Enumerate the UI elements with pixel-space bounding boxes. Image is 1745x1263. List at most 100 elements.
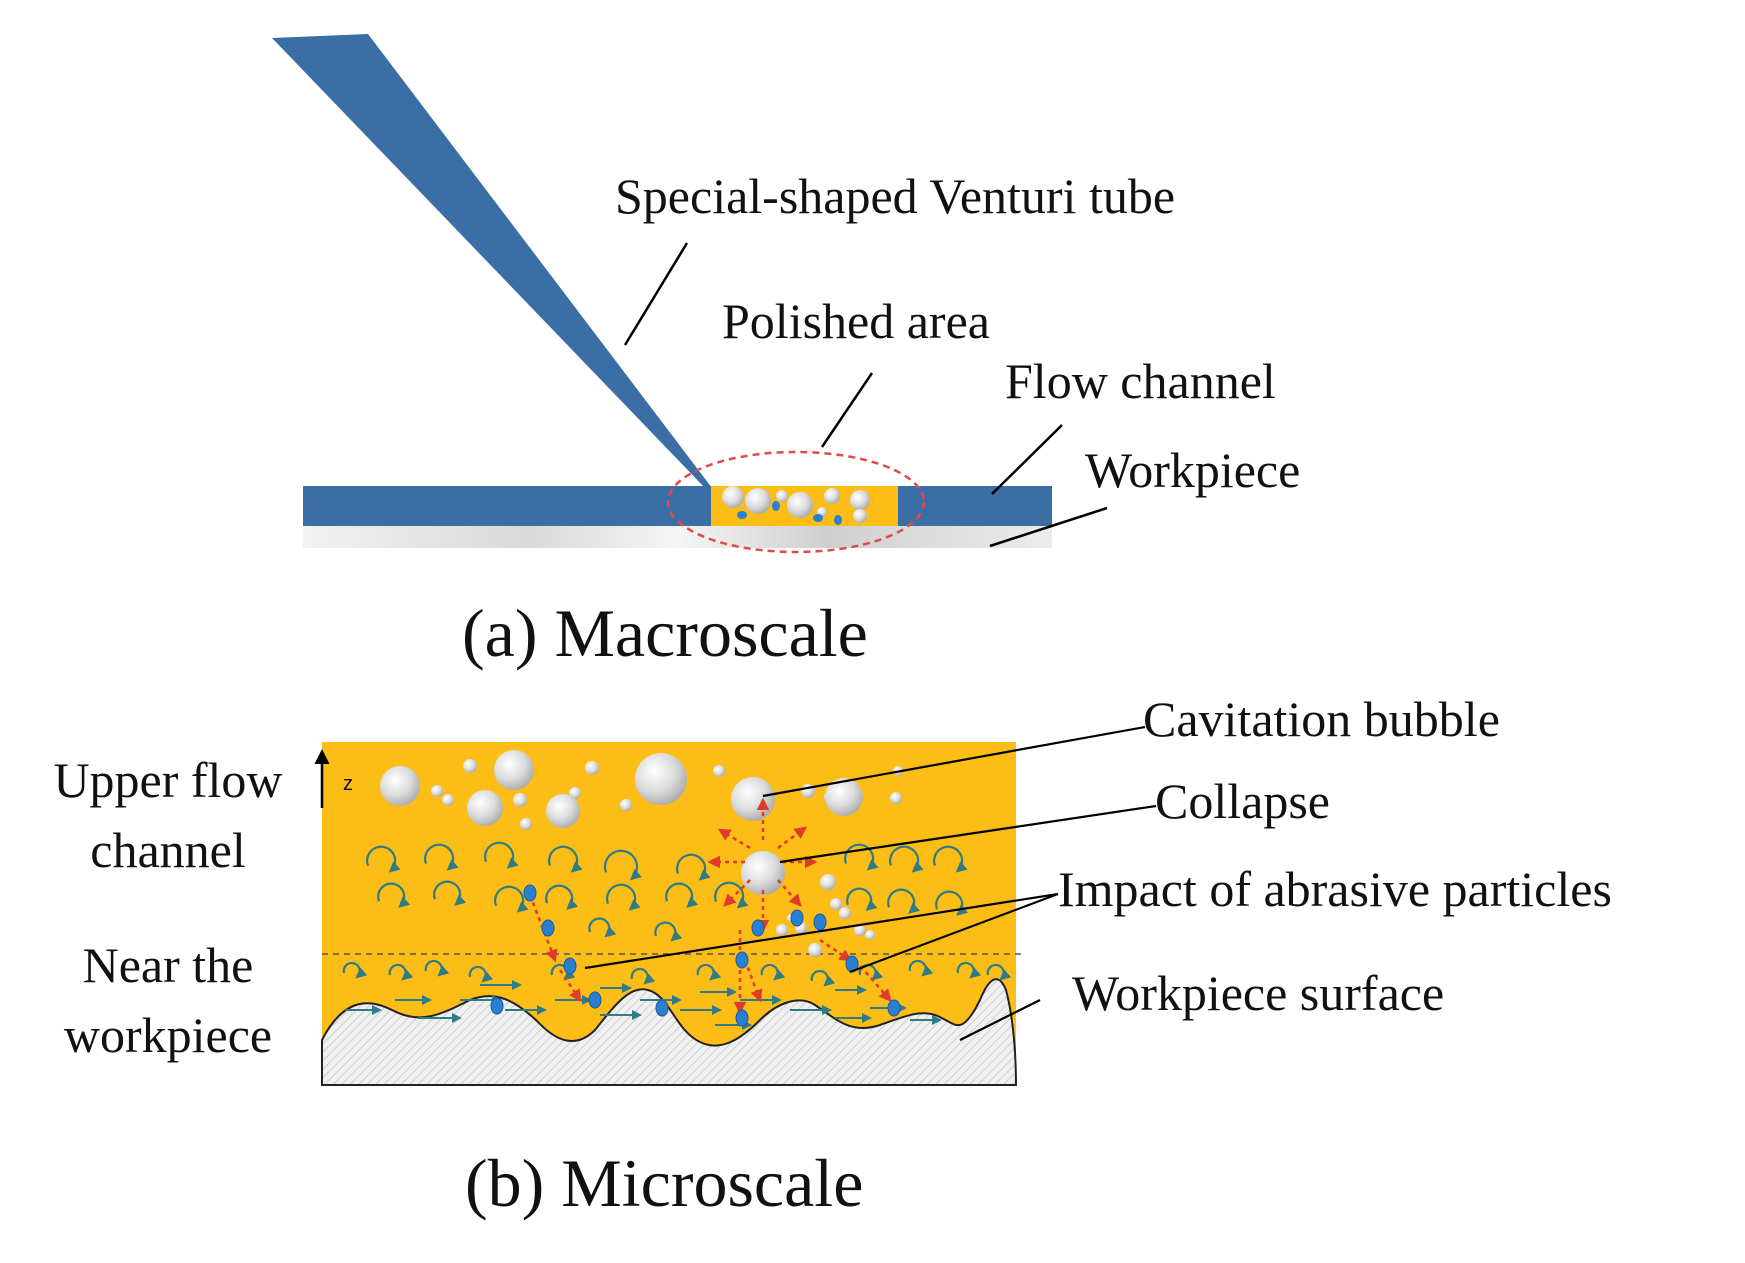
near-wall-flow-arrows (345, 980, 942, 1030)
vortex-small (550, 963, 576, 981)
polished-leader (820, 372, 874, 448)
label-flow-channel: Flow channel (1005, 353, 1276, 409)
bubble (431, 785, 443, 797)
collapse-leader (779, 804, 1157, 864)
label-upper-flow-line2: channel (90, 822, 245, 878)
panel-a-macroscale: Special-shaped Venturi tube Polished are… (272, 34, 1300, 671)
z-axis-label: z (343, 773, 353, 795)
label-workpiece-surface: Workpiece surface (1072, 965, 1444, 1021)
vortex (889, 845, 924, 873)
surface-leader (959, 999, 1041, 1041)
vortex (665, 882, 699, 908)
vortex (606, 883, 641, 911)
bubble (731, 777, 775, 821)
vortex (366, 845, 401, 873)
vortex-small (388, 963, 414, 981)
venturi-tube (272, 34, 712, 488)
vortex (494, 885, 529, 913)
caption-macroscale: (a) Macroscale (462, 595, 868, 671)
cavitation-bubbles (380, 750, 903, 957)
vortex (846, 887, 878, 912)
vortex (887, 888, 921, 914)
bubble (825, 778, 863, 816)
abrasive-particle (735, 1009, 749, 1027)
vortex (484, 841, 519, 869)
venturi-leader (623, 242, 689, 346)
flow-channel-right (898, 486, 1052, 526)
bubble (513, 793, 527, 807)
abrasive-particle (751, 919, 765, 937)
abrasive-particle (541, 919, 555, 937)
vortex (377, 882, 411, 908)
bubble (380, 766, 420, 806)
vortex (676, 853, 711, 881)
abrasive-particle (655, 999, 669, 1017)
bubble (635, 753, 687, 805)
vortex (588, 917, 617, 938)
workpiece-block (303, 526, 1052, 548)
vortex-small (986, 963, 1012, 981)
bubble (776, 924, 788, 936)
bubble (830, 898, 842, 910)
bubble (442, 794, 454, 806)
flow-vortices (342, 841, 1012, 987)
impact-trajectory (723, 879, 751, 907)
vortex (424, 843, 459, 871)
vortex-small (696, 963, 722, 981)
vortex-small (810, 969, 836, 987)
label-venturi-tube: Special-shaped Venturi tube (615, 168, 1175, 224)
abrasive-particles (490, 884, 901, 1027)
label-upper-flow-line1: Upper flow (53, 752, 282, 808)
bubble (520, 818, 532, 830)
vortex (548, 845, 583, 873)
abrasive-particle (813, 913, 827, 931)
bubble (713, 765, 725, 777)
workpiece-leader (989, 506, 1108, 548)
abrasive-particle (523, 884, 537, 902)
polished-area-bubbles (722, 486, 870, 525)
label-polished-area: Polished area (722, 293, 990, 349)
vortex-small (630, 967, 656, 985)
bubble (839, 907, 851, 919)
impact-trajectory (777, 879, 802, 907)
abrasive-particle (887, 999, 901, 1017)
label-workpiece: Workpiece (1085, 442, 1300, 498)
impact-trajectory (717, 828, 751, 850)
label-impact-abrasive: Impact of abrasive particles (1058, 861, 1612, 917)
bubble (808, 943, 822, 957)
impact-trajectory (743, 959, 763, 1003)
bubble (494, 750, 534, 790)
impact-trajectory (819, 938, 853, 962)
bubble (467, 790, 503, 826)
label-near-workpiece-line2: workpiece (64, 1007, 272, 1063)
vortex (545, 884, 579, 910)
bubble (890, 792, 902, 804)
label-cavitation-bubble: Cavitation bubble (1143, 691, 1500, 747)
caption-microscale: (b) Microscale (465, 1145, 863, 1221)
bubble (741, 851, 785, 895)
bubble (569, 787, 581, 799)
flow-channel-left (303, 486, 711, 526)
abrasive-particle (563, 957, 577, 975)
cavitation-leader (762, 725, 1146, 798)
impact-trajectory (558, 969, 582, 1003)
vortex-small (342, 961, 368, 979)
impact-leader-2 (849, 892, 1059, 974)
vortex-small (424, 959, 450, 977)
vortex (933, 845, 968, 873)
vortex-small (468, 965, 494, 983)
vortex (433, 880, 467, 906)
bubble (820, 874, 836, 890)
abrasive-particle (490, 997, 504, 1015)
bubble (546, 794, 580, 828)
vortex-small (760, 963, 786, 981)
vortex (714, 881, 749, 909)
bubble (620, 799, 632, 811)
label-collapse: Collapse (1155, 773, 1330, 829)
polished-area-highlight (666, 450, 926, 554)
abrasive-particle (735, 951, 749, 969)
flow-channel-leader (991, 424, 1063, 495)
vortex-small (908, 959, 934, 977)
label-near-workpiece-line1: Near the (83, 937, 254, 993)
bubble (865, 930, 875, 940)
